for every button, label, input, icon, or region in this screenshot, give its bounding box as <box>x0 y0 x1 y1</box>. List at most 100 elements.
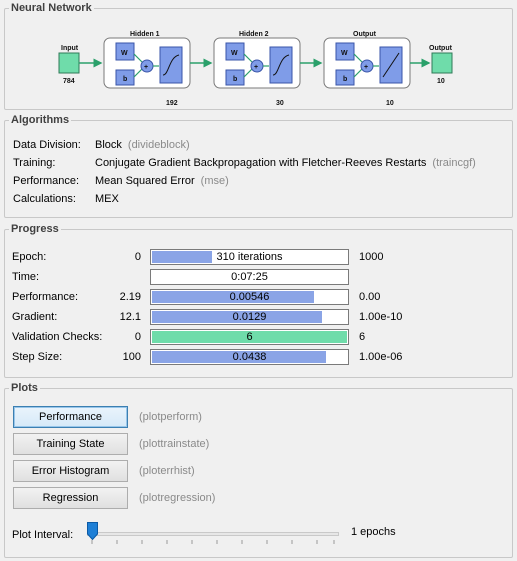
epoch-end: 1000 <box>359 251 384 263</box>
weight-box-hidden-2 <box>225 42 245 61</box>
step-size-progress-fill <box>152 351 326 363</box>
plot-interval-value: 1 epochs <box>351 526 396 538</box>
performance-progress-value: 0.00546 <box>229 291 270 303</box>
validation-label: Validation Checks: <box>12 331 103 343</box>
performance-plot-hint: (plotperform) <box>139 411 202 423</box>
validation-end: 6 <box>359 331 366 343</box>
output-size: 10 <box>437 78 445 85</box>
output-box <box>431 52 453 74</box>
weight-symbol-hidden-1: W <box>121 50 128 57</box>
input-label: Input <box>61 45 79 52</box>
gradient-progress-bar: 0.0129 <box>150 309 349 325</box>
transfer-box-hidden-2 <box>269 46 293 84</box>
time-progress-value: 0:07:25 <box>231 271 268 283</box>
neural-network-panel: Neural Network Input 784 Hidden 1 W b + <box>4 1 513 110</box>
layer-size-hidden-2: 30 <box>276 100 284 107</box>
progress-row-validation: Validation Checks: 0 6 6 <box>5 328 514 346</box>
plots-panel: Plots Performance (plotperform) Training… <box>4 381 513 558</box>
regression-plot-hint: (plotregression) <box>139 492 216 504</box>
data-division-hint: (divideblock) <box>127 139 190 151</box>
progress-title: Progress <box>9 222 61 236</box>
error-histogram-plot-hint: (ploterrhist) <box>139 465 195 477</box>
layer-title-hidden-2: Hidden 2 <box>239 31 269 38</box>
layer-title-hidden-1: Hidden 1 <box>130 31 160 38</box>
data-division-label: Data Division: <box>13 139 81 151</box>
epoch-progress-fill <box>152 251 212 263</box>
layer-block-hidden-1: Hidden 1 W b + 192 <box>103 31 191 107</box>
time-progress-bar: 0:07:25 <box>150 269 349 285</box>
algorithms-panel: Algorithms Data Division:Block(divideblo… <box>4 113 513 218</box>
gradient-progress-fill <box>152 311 322 323</box>
plot-interval-label: Plot Interval: <box>12 529 74 541</box>
weight-symbol-output: W <box>341 50 348 57</box>
performance-start: 2.19 <box>119 291 141 303</box>
gradient-end: 1.00e-10 <box>359 311 403 323</box>
layer-title-output: Output <box>353 31 377 38</box>
training-state-plot-button[interactable]: Training State <box>13 433 128 455</box>
regression-plot-button[interactable]: Regression <box>13 487 128 509</box>
training-state-plot-hint: (plottrainstate) <box>139 438 210 450</box>
input-box <box>58 52 80 74</box>
progress-row-performance: Performance: 2.19 0.00546 0.00 <box>5 288 514 306</box>
training-hint: (traincgf) <box>432 157 476 169</box>
input-size: 784 <box>63 78 75 85</box>
plots-title: Plots <box>9 381 40 395</box>
validation-progress-fill <box>152 331 347 343</box>
performance-algorithm-hint: (mse) <box>200 175 229 187</box>
bias-box-hidden-1 <box>115 69 135 86</box>
bias-box-hidden-2 <box>225 69 245 86</box>
progress-panel: Progress Epoch: 0 310 iterations 1000 Ti… <box>4 222 514 378</box>
training-value: Conjugate Gradient Backpropagation with … <box>95 157 427 169</box>
weight-box-output <box>335 42 355 61</box>
network-diagram: Input 784 Hidden 1 W b + 192 Hidden 2 <box>58 31 453 107</box>
plot-interval-slider-ticks <box>91 540 335 544</box>
progress-row-step-size: Step Size: 100 0.0438 1.00e-06 <box>5 348 514 366</box>
performance-end: 0.00 <box>359 291 381 303</box>
plot-interval-slider-track[interactable] <box>87 532 339 536</box>
calculations-value: MEX <box>95 193 119 205</box>
performance-plot-button[interactable]: Performance <box>13 406 128 428</box>
transfer-box-hidden-1 <box>159 46 183 84</box>
error-histogram-plot-button[interactable]: Error Histogram <box>13 460 128 482</box>
step-size-start: 100 <box>122 351 141 363</box>
progress-row-gradient: Gradient: 12.1 0.0129 1.00e-10 <box>5 308 514 326</box>
data-division-row: Data Division: Block (divideblock) <box>13 137 190 153</box>
bias-symbol-hidden-2: b <box>233 76 237 83</box>
gradient-progress-value: 0.0129 <box>232 311 267 323</box>
step-size-label: Step Size: <box>12 351 63 363</box>
calculations-row: Calculations: MEX <box>13 191 119 207</box>
step-size-end: 1.00e-06 <box>359 351 403 363</box>
training-row: Training: Conjugate Gradient Backpropagat… <box>13 155 476 171</box>
step-size-progress-value: 0.0438 <box>232 351 267 363</box>
neural-network-title: Neural Network <box>9 1 94 15</box>
performance-algorithm-row: Performance:Mean Squared Error(mse) <box>13 173 229 189</box>
epoch-progress-value: 310 iterations <box>216 251 283 263</box>
time-label: Time: <box>12 271 40 283</box>
data-division-value: Block <box>95 139 122 151</box>
sum-symbol-hidden-1: + <box>144 64 148 71</box>
step-size-progress-bar: 0.0438 <box>150 349 349 365</box>
layer-block-hidden-2: Hidden 2 W b + 30 <box>213 31 301 107</box>
performance-label: Performance: <box>12 291 79 303</box>
bias-box-output <box>335 69 355 86</box>
epoch-label: Epoch: <box>12 251 47 263</box>
validation-progress-value: 6 <box>246 331 253 343</box>
weight-box-hidden-1 <box>115 42 135 61</box>
output-label: Output <box>429 45 453 52</box>
performance-algorithm-value: Mean Squared Error <box>95 175 195 187</box>
sum-symbol-hidden-2: + <box>254 64 258 71</box>
validation-progress-bar: 6 <box>150 329 349 345</box>
calculations-label: Calculations: <box>13 193 76 205</box>
epoch-start: 0 <box>134 251 141 263</box>
gradient-start: 12.1 <box>119 311 141 323</box>
plot-interval-slider-thumb[interactable] <box>87 522 98 540</box>
gradient-label: Gradient: <box>12 311 58 323</box>
epoch-progress-bar: 310 iterations <box>150 249 349 265</box>
layer-size-output: 10 <box>386 100 394 107</box>
bias-symbol-output: b <box>343 76 347 83</box>
validation-start: 0 <box>134 331 141 343</box>
sum-symbol-output: + <box>364 64 368 71</box>
progress-row-time: Time: 0:07:25 <box>5 268 514 286</box>
training-label: Training: <box>13 157 56 169</box>
progress-row-epoch: Epoch: 0 310 iterations 1000 <box>5 248 514 266</box>
